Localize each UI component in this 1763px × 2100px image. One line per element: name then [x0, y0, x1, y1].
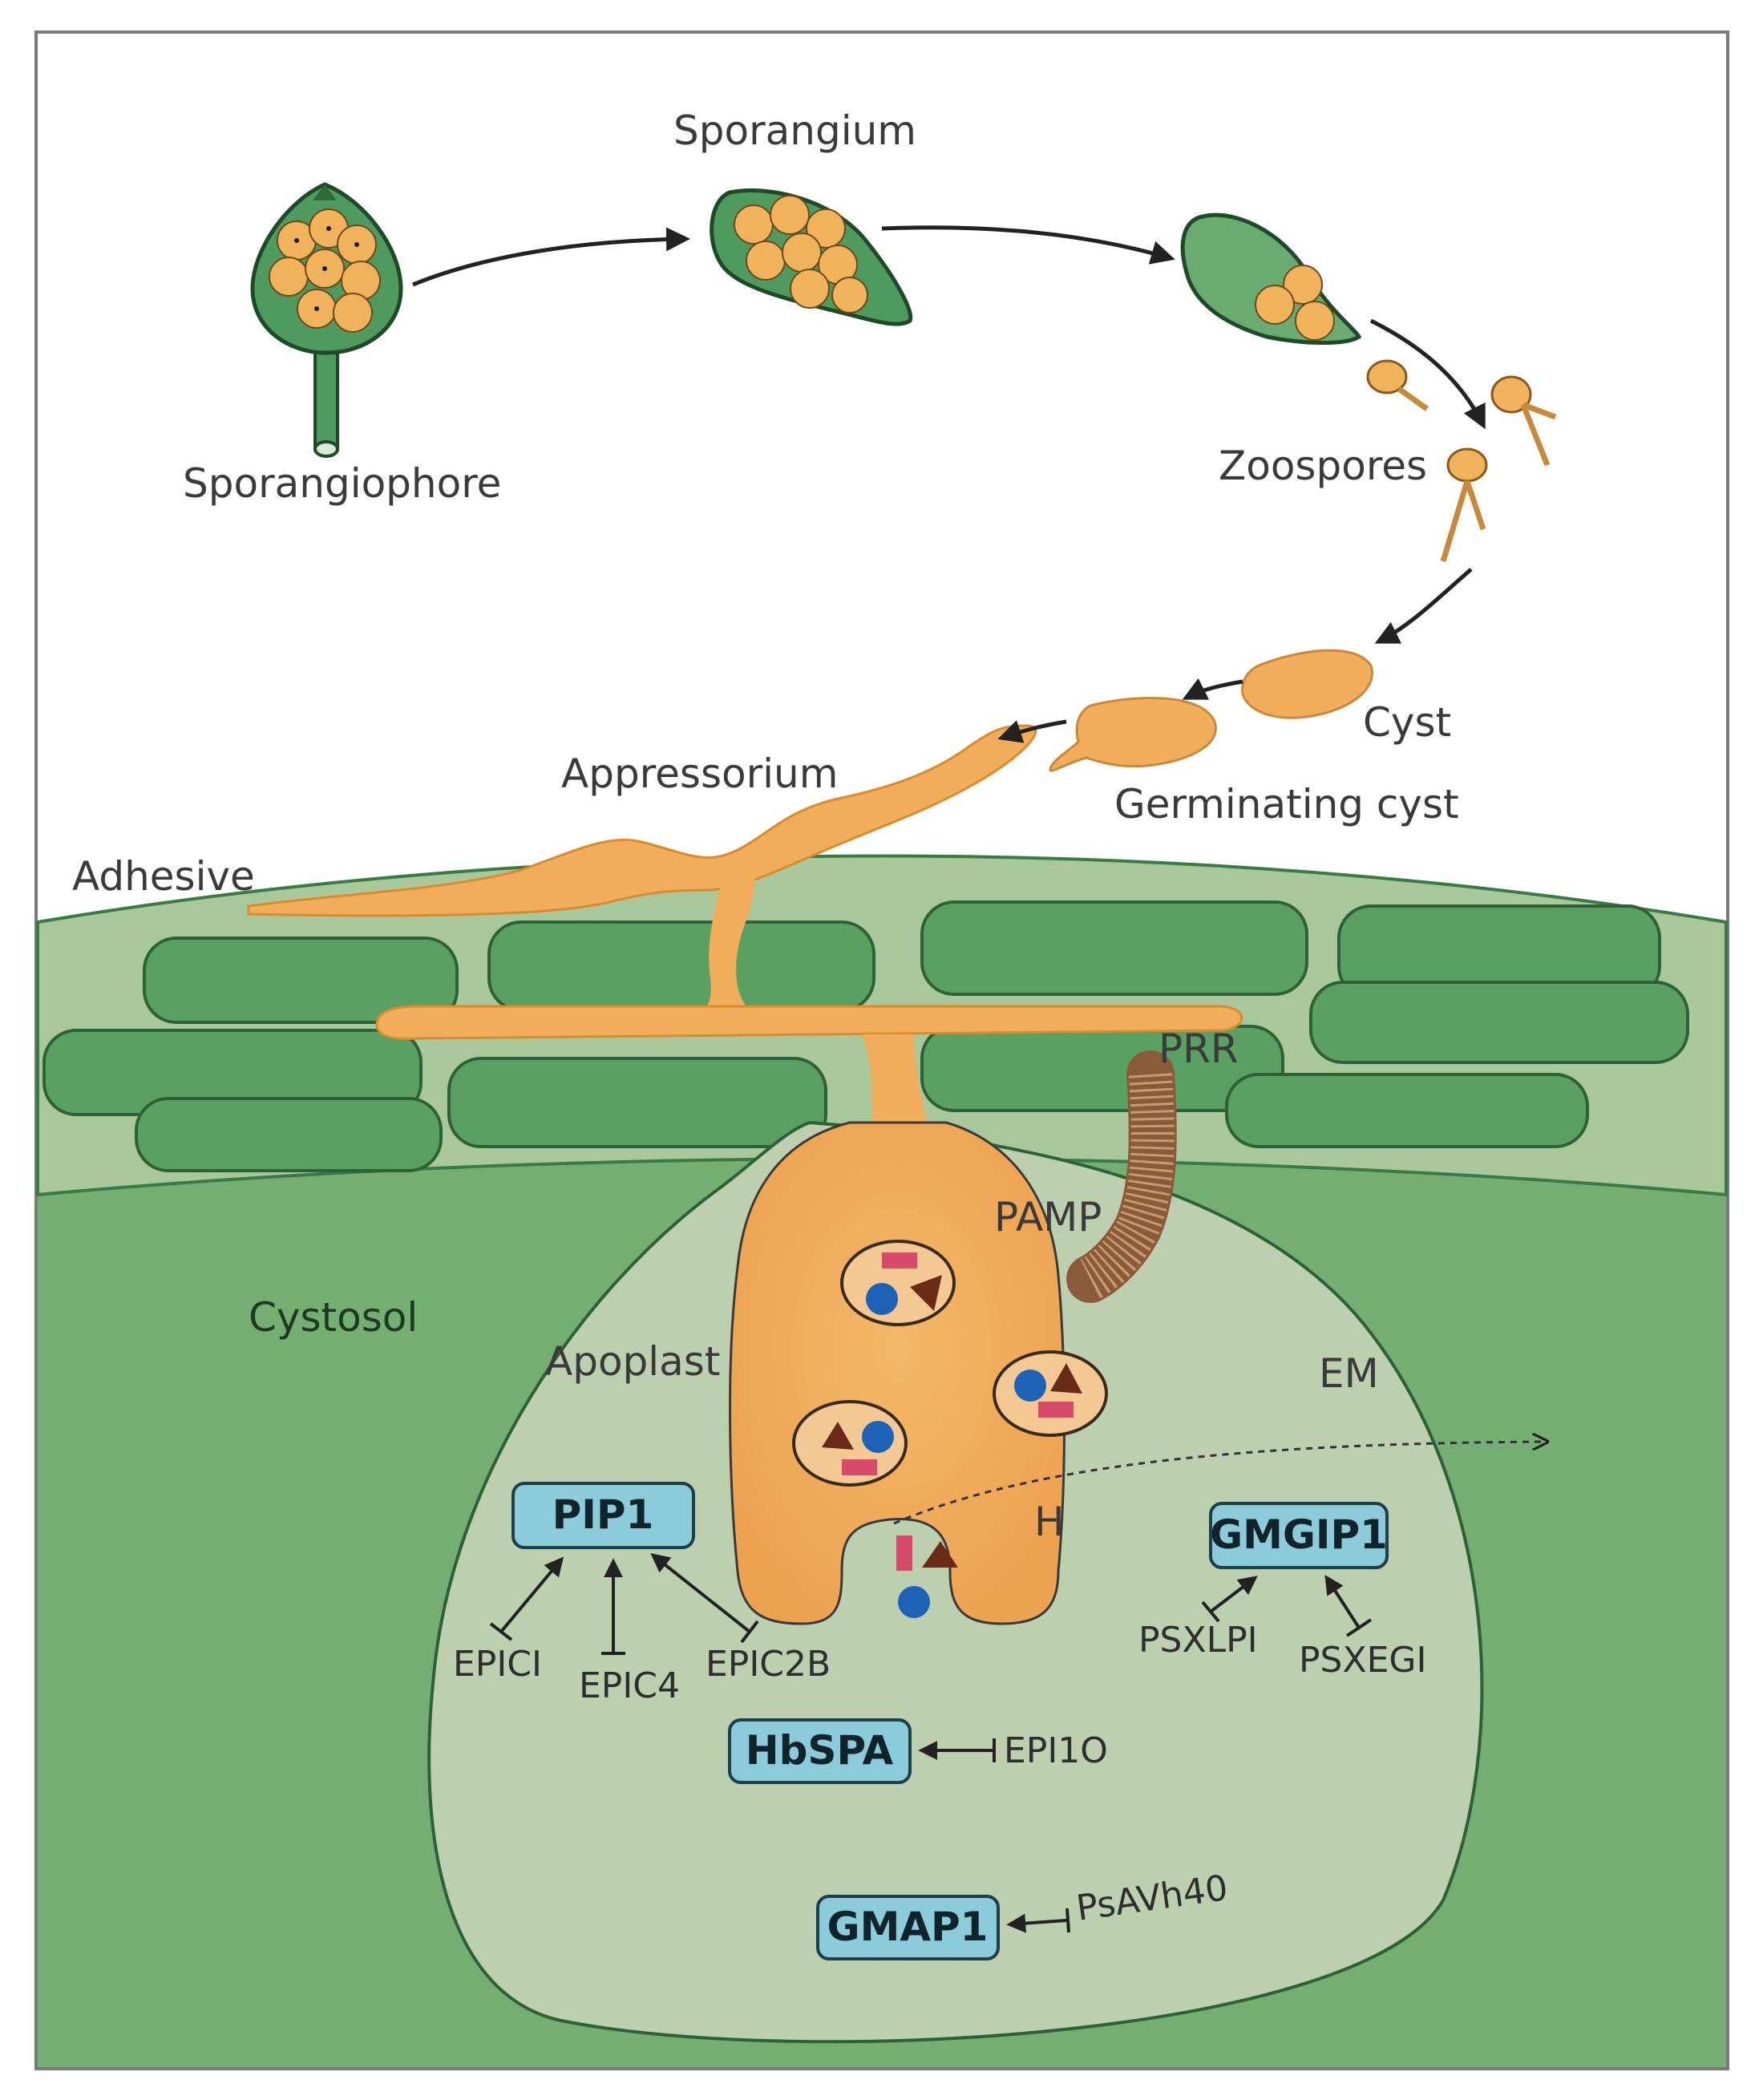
arrow-germinating-to-appressorium: [997, 719, 1067, 743]
effector-epic1-label: EPICI: [453, 1644, 542, 1685]
label-sporangiophore: Sporangiophore: [183, 460, 501, 507]
label-germinating-cyst: Germinating cyst: [1114, 781, 1459, 827]
sporangiophore-structure: [250, 182, 403, 458]
protein-pip1: PIP1: [512, 1482, 695, 1549]
intercellular-hypha: [375, 1005, 1243, 1040]
protein-gmap1-label: GMAP1: [827, 1904, 989, 1950]
label-cystosol: Cystosol: [249, 1294, 418, 1341]
label-prr: PRR: [1158, 1026, 1239, 1072]
effector-psxegi-label: PSXEGI: [1299, 1640, 1426, 1681]
label-zoospores: Zoospores: [1219, 443, 1427, 489]
protein-pip1-label: PIP1: [552, 1491, 654, 1538]
arrow-zoospores-to-cyst: [1374, 568, 1473, 644]
secreted-effector-circle: [898, 1586, 930, 1618]
secreted-effector-triangle: [922, 1541, 958, 1568]
penetration-peg: [689, 850, 755, 1014]
effector-epic2b-label: EPIC2B: [706, 1644, 831, 1685]
protein-hbspa-label: HbSPA: [746, 1727, 894, 1774]
interaction-psavh40-gmap1: [1006, 1913, 1067, 1933]
label-appressorium: Appressorium: [561, 751, 838, 797]
effector-epic4-label: EPIC4: [579, 1665, 680, 1706]
label-em: EM: [1319, 1350, 1379, 1397]
protein-hbspa: HbSPA: [728, 1718, 912, 1784]
interaction-psxlpi-gmgip1: [1209, 1576, 1258, 1613]
protein-gmgip1-label: GMGIP1: [1210, 1511, 1388, 1558]
secreted-effector-rect: [896, 1536, 912, 1571]
cyst-structure: [1240, 649, 1373, 719]
protein-gmgip1: GMGIP1: [1209, 1502, 1389, 1569]
effector-epi10-label: EPI1O: [1004, 1730, 1108, 1771]
effector-vesicle: [840, 1240, 956, 1326]
germinating-cyst-structure: [1049, 697, 1217, 772]
arrow-sporangiophore-to-sporangium: [412, 227, 690, 287]
zoospores-structure: [1366, 359, 1557, 563]
label-adhesive: Adhesive: [72, 853, 255, 900]
epidermal-cells: [42, 900, 1689, 1172]
arrow-cyst-to-germinating-cyst: [1182, 678, 1243, 700]
label-sporangium: Sporangium: [673, 107, 916, 154]
interaction-epic1-pip1: [499, 1556, 564, 1633]
hypha: [247, 724, 1547, 1625]
releasing-sporangium: [1180, 212, 1362, 345]
sporangium-structure: [710, 188, 913, 326]
effector-psxlpi-label: PSXLPI: [1138, 1620, 1258, 1661]
effector-export-arrow: [893, 1442, 1547, 1525]
interaction-epic2b-pip1: [650, 1553, 751, 1633]
label-apoplast: Apoplast: [545, 1338, 720, 1385]
arrow-release-to-zoospores: [1369, 318, 1486, 430]
haustorium-neck: [862, 1034, 934, 1147]
arrow-sporangium-to-release: [881, 225, 1175, 265]
interaction-psxegi-gmgip1: [1324, 1574, 1361, 1629]
protein-gmap1: GMAP1: [816, 1895, 1000, 1960]
effector-vesicle: [993, 1350, 1108, 1437]
prr-receptor: [1066, 1050, 1177, 1303]
label-h: H: [1034, 1499, 1065, 1545]
effector-vesicle: [792, 1400, 908, 1487]
label-cyst: Cyst: [1363, 699, 1451, 746]
label-pamp: PAMP: [994, 1194, 1102, 1240]
